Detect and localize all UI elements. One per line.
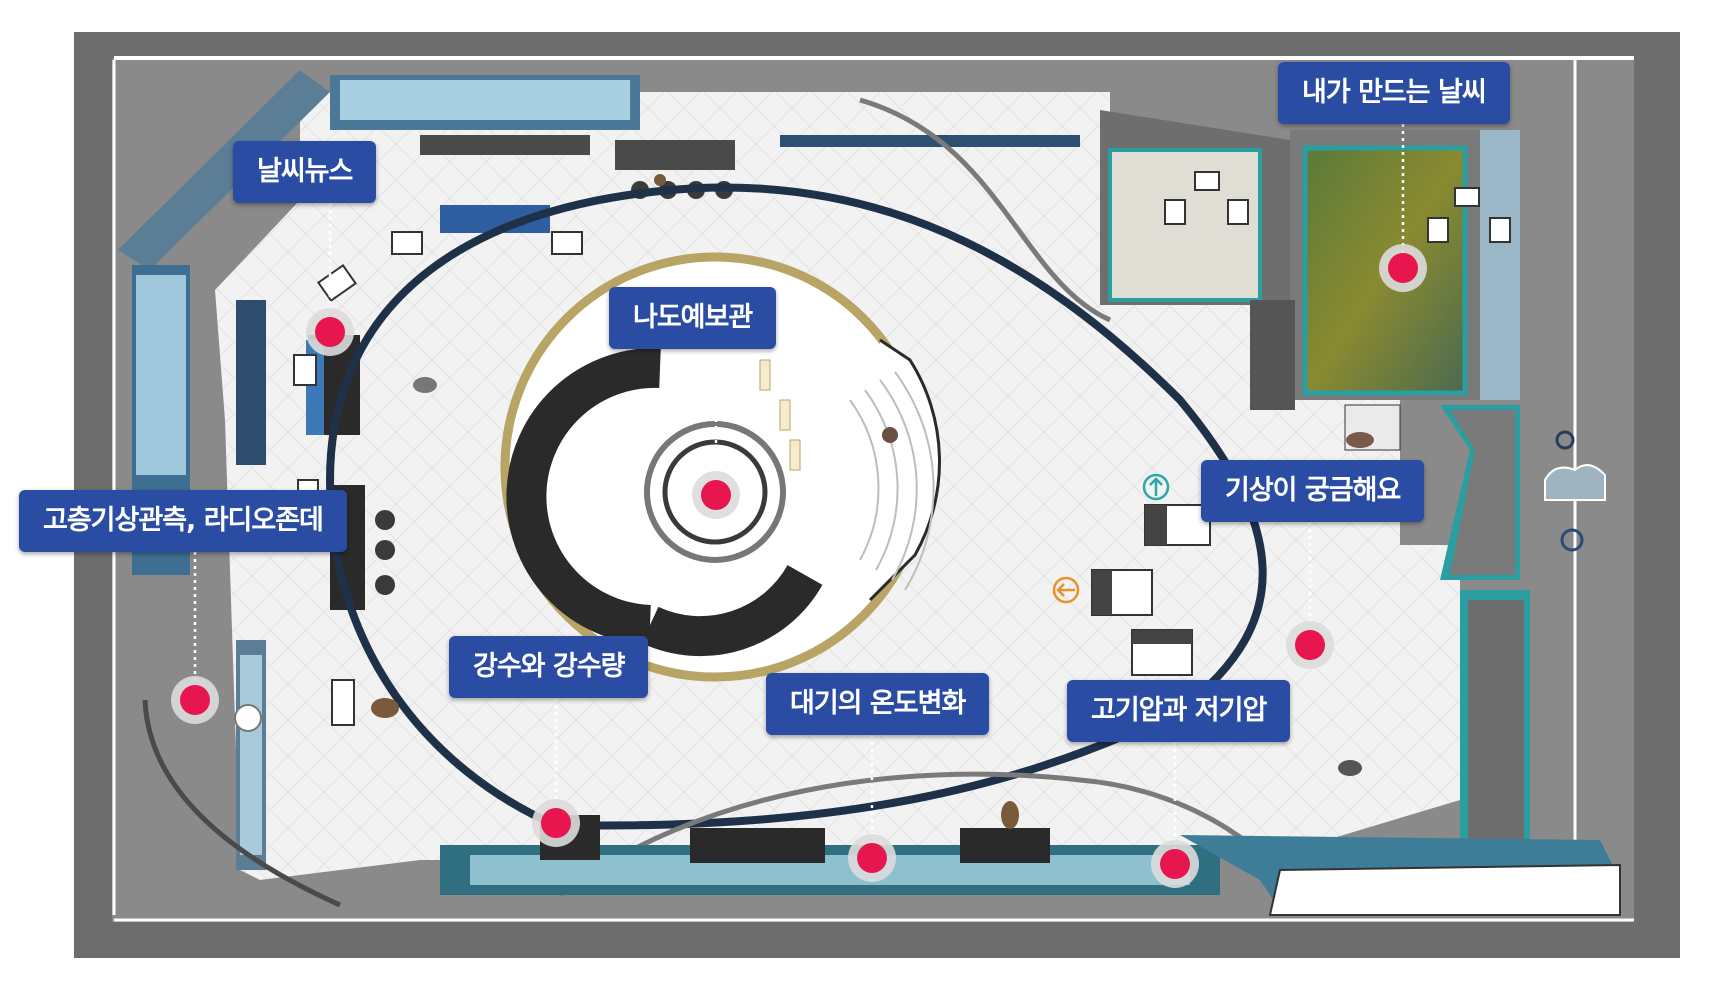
label-forecaster-hall[interactable]: 나도예보관 <box>609 287 777 349</box>
marker-dot-upper-air-observation[interactable] <box>180 685 210 715</box>
marker-dot-forecaster-hall[interactable] <box>701 480 731 510</box>
exhibit-markers <box>171 244 1427 888</box>
label-atmosphere-temperature[interactable]: 대기의 온도변화 <box>766 673 990 735</box>
label-precipitation[interactable]: 강수와 강수량 <box>449 636 649 698</box>
arrow-up-circle-icon <box>1142 473 1170 501</box>
forecaster-round-stage <box>500 252 941 682</box>
cloud-icon <box>1544 430 1606 552</box>
label-weather-news[interactable]: 날씨뉴스 <box>233 141 377 203</box>
person-figure-icon <box>371 174 1374 829</box>
label-weather-curious[interactable]: 기상이 궁금해요 <box>1201 460 1425 522</box>
left-curved-rail <box>142 699 342 908</box>
label-high-low-pressure[interactable]: 고기압과 저기압 <box>1067 680 1291 742</box>
label-upper-air-observation[interactable]: 고층기상관측, 라디오존데 <box>19 490 347 552</box>
label-weather-i-make[interactable]: 내가 만드는 날씨 <box>1278 62 1510 124</box>
weather-i-make-room <box>1100 110 1520 410</box>
marker-dot-weather-curious[interactable] <box>1295 630 1325 660</box>
left-wall-displays <box>118 70 640 870</box>
arrow-left-circle-icon <box>1052 576 1080 604</box>
marker-dot-weather-i-make[interactable] <box>1388 253 1418 283</box>
right-cube-exhibits <box>1091 504 1211 676</box>
marker-dot-high-low-pressure[interactable] <box>1160 849 1190 879</box>
bottom-displays <box>440 815 1621 916</box>
marker-dot-weather-news[interactable] <box>315 317 345 347</box>
right-wall-displays <box>1344 404 1530 860</box>
marker-dot-atmosphere-temperature[interactable] <box>857 843 887 873</box>
marker-dot-precipitation[interactable] <box>541 808 571 838</box>
